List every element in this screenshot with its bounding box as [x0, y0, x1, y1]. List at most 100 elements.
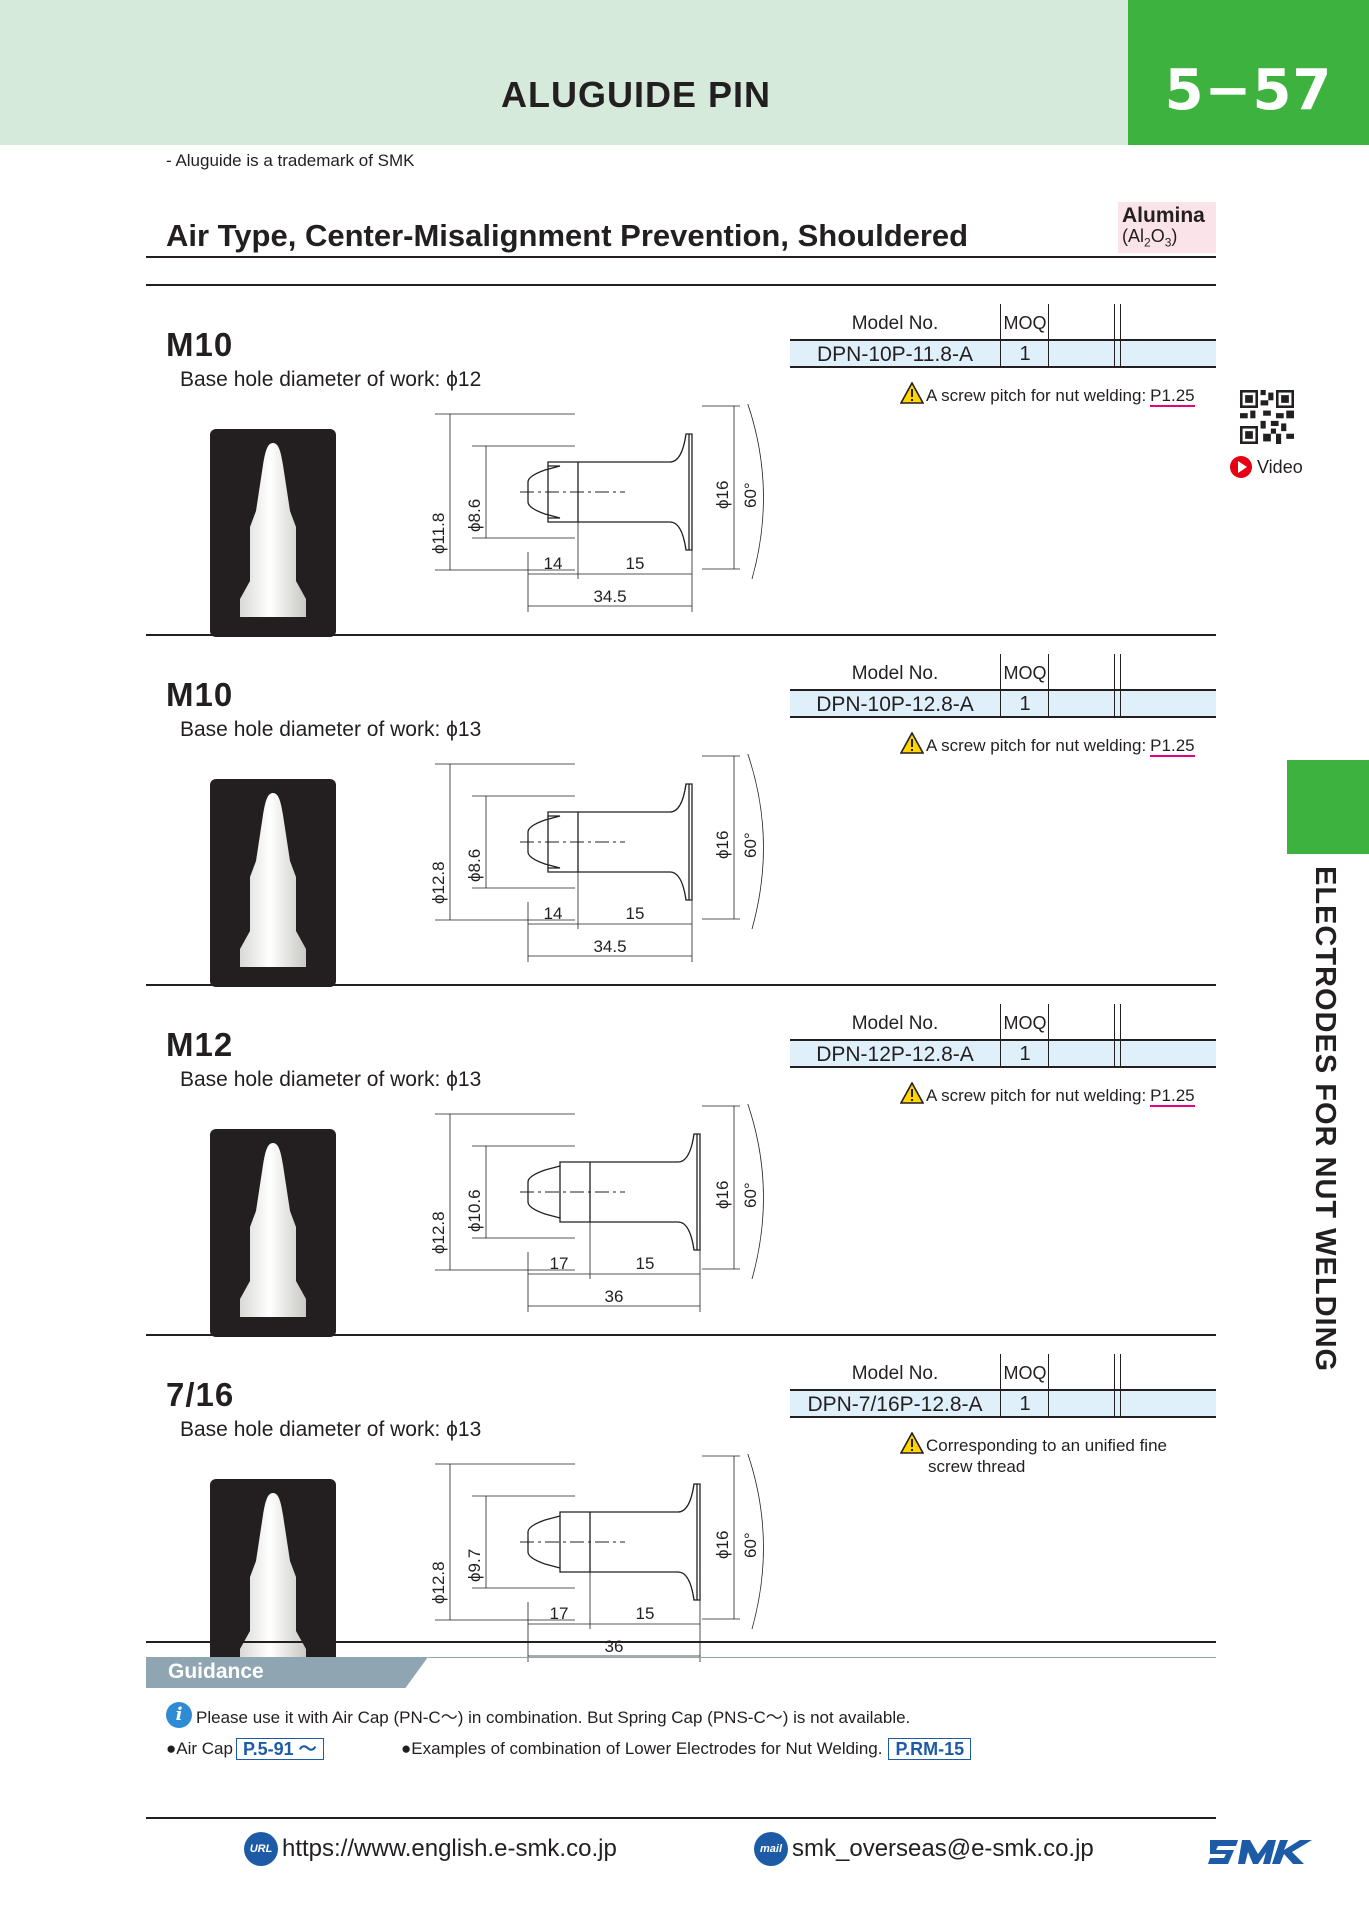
pin-flange	[547, 434, 690, 550]
angle-label: 60°	[741, 832, 760, 858]
table-rule	[790, 689, 1216, 691]
table-divider	[1114, 1004, 1115, 1068]
table-divider	[1120, 1004, 1121, 1068]
technical-drawing: ϕ12.8 ϕ10.6 17 15 36 ϕ16 60°	[429, 1104, 764, 1312]
thread-size: M12	[166, 1026, 234, 1063]
footer-url[interactable]: URL https://www.english.e-smk.co.jp	[244, 1832, 617, 1866]
product-photo	[210, 779, 336, 987]
table-rule	[790, 366, 1216, 368]
bottom-rule	[146, 1641, 1216, 1643]
table-divider	[1000, 1004, 1001, 1068]
length-2-label: 15	[636, 1604, 655, 1623]
table-divider	[1000, 304, 1001, 368]
outer-diameter-label: ϕ11.8	[429, 513, 448, 554]
angle-arc	[747, 1104, 764, 1280]
length-1-label: 14	[544, 904, 563, 923]
smk-logo	[1208, 1840, 1312, 1864]
flange-diameter-label: ϕ16	[713, 1531, 732, 1559]
material-formula: (Al2O3)	[1122, 226, 1178, 250]
technical-drawing: ϕ12.8 ϕ8.6 14 15 34.5 ϕ16 60°	[429, 754, 764, 962]
outer-diameter-label: ϕ12.8	[429, 1211, 448, 1254]
inner-diameter-label: ϕ9.7	[465, 1549, 484, 1582]
warning-icon	[900, 732, 924, 754]
footer-email[interactable]: mail smk_overseas@e-smk.co.jp	[754, 1832, 1094, 1866]
product-section: M12 Base hole diameter of work: ϕ13 Mode…	[0, 984, 1369, 1337]
flange-diameter-label: ϕ16	[713, 1181, 732, 1209]
table-rule	[790, 1039, 1216, 1041]
flange-diameter-label: ϕ16	[713, 831, 732, 859]
angle-label: 60°	[741, 1182, 760, 1208]
website-url[interactable]: https://www.english.e-smk.co.jp	[282, 1835, 617, 1862]
thread-size: M10	[166, 676, 234, 713]
moq-value: 1	[1019, 693, 1031, 715]
spec-row-fill	[790, 341, 1216, 366]
table-divider	[1048, 304, 1049, 368]
model-header: Model No.	[851, 1013, 939, 1034]
url-icon: URL	[244, 1832, 278, 1866]
moq-value: 1	[1019, 343, 1031, 365]
pin-photo-image	[240, 443, 306, 617]
product-section: M10 Base hole diameter of work: ϕ13 Mode…	[0, 634, 1369, 987]
spec-table: Model No. MOQ DPN-10P-11.8-A 1	[790, 304, 1216, 368]
moq-header: MOQ	[1003, 313, 1047, 333]
trademark-note: - Aluguide is a trademark of SMK	[166, 151, 415, 170]
base-hole-diameter: Base hole diameter of work: ϕ13	[180, 718, 482, 741]
inner-diameter-label: ϕ8.6	[465, 499, 484, 532]
angle-arc	[747, 404, 764, 580]
total-length-label: 34.5	[593, 587, 626, 606]
page-number: 5−57	[1164, 58, 1333, 123]
side-category-label: ELECTRODES FOR NUT WELDING	[1309, 866, 1341, 1373]
model-header: Model No.	[851, 663, 939, 684]
base-hole-diameter: Base hole diameter of work: ϕ13	[180, 1068, 482, 1091]
header-band	[0, 0, 1128, 145]
moq-value: 1	[1019, 1393, 1031, 1415]
warning-ref-link[interactable]: P1.25	[1150, 736, 1195, 757]
email-address[interactable]: smk_overseas@e-smk.co.jp	[792, 1835, 1094, 1862]
warning-ref-link[interactable]: P1.25	[1150, 386, 1195, 407]
qr-code[interactable]	[1240, 390, 1294, 444]
length-1-label: 17	[550, 1604, 569, 1623]
moq-header: MOQ	[1003, 663, 1047, 683]
material-badge: Alumina (Al2O3)	[1118, 202, 1216, 253]
table-rule	[790, 716, 1216, 718]
warning-icon	[900, 382, 924, 404]
model-number[interactable]: DPN-10P-12.8-A	[816, 693, 974, 716]
mail-icon: mail	[754, 1832, 788, 1866]
spec-table: Model No. MOQ DPN-12P-12.8-A 1	[790, 1004, 1216, 1068]
product-photo	[210, 1129, 336, 1337]
table-divider	[1048, 654, 1049, 718]
warning-ref-link[interactable]: P1.25	[1150, 1086, 1195, 1107]
footer-rule	[146, 1817, 1216, 1819]
video-link[interactable]: Video	[1230, 456, 1303, 478]
spec-row-fill	[790, 1391, 1216, 1416]
length-2-label: 15	[636, 1254, 655, 1273]
air-cap-ref-link[interactable]: P.5-91 ～	[235, 1738, 324, 1760]
lower-electrode-ref-link[interactable]: P.RM-15	[888, 1738, 972, 1760]
technical-drawing: ϕ11.8 ϕ8.6 14 15 34.5 ϕ16 60°	[429, 404, 764, 612]
model-header: Model No.	[851, 1363, 939, 1384]
table-divider	[1114, 1354, 1115, 1418]
model-number[interactable]: DPN-10P-11.8-A	[816, 343, 973, 366]
table-divider	[1114, 654, 1115, 718]
product-photo	[210, 1479, 336, 1687]
length-2-label: 15	[626, 904, 645, 923]
thread-size: 7/16	[166, 1376, 235, 1413]
table-divider	[1048, 1354, 1049, 1418]
length-1-label: 17	[550, 1254, 569, 1273]
total-length-label: 36	[605, 1637, 624, 1656]
video-label: Video	[1257, 456, 1303, 477]
section-rule	[146, 634, 1216, 636]
angle-label: 60°	[741, 1532, 760, 1558]
guidance-note-text: Please use it with Air Cap (PN-C～) in co…	[196, 1707, 911, 1727]
section-rule	[146, 984, 1216, 986]
flange-diameter-label: ϕ16	[713, 481, 732, 509]
table-divider	[1120, 654, 1121, 718]
page-number-box: 5−57	[1128, 0, 1369, 145]
warning-text: A screw pitch for nut welding:	[926, 736, 1147, 755]
warning-text: A screw pitch for nut welding:	[926, 1086, 1147, 1105]
table-rule	[790, 1416, 1216, 1418]
model-number[interactable]: DPN-7/16P-12.8-A	[807, 1393, 983, 1416]
warning-note: A screw pitch for nut welding:P1.25	[900, 382, 1195, 407]
model-number[interactable]: DPN-12P-12.8-A	[816, 1043, 974, 1066]
